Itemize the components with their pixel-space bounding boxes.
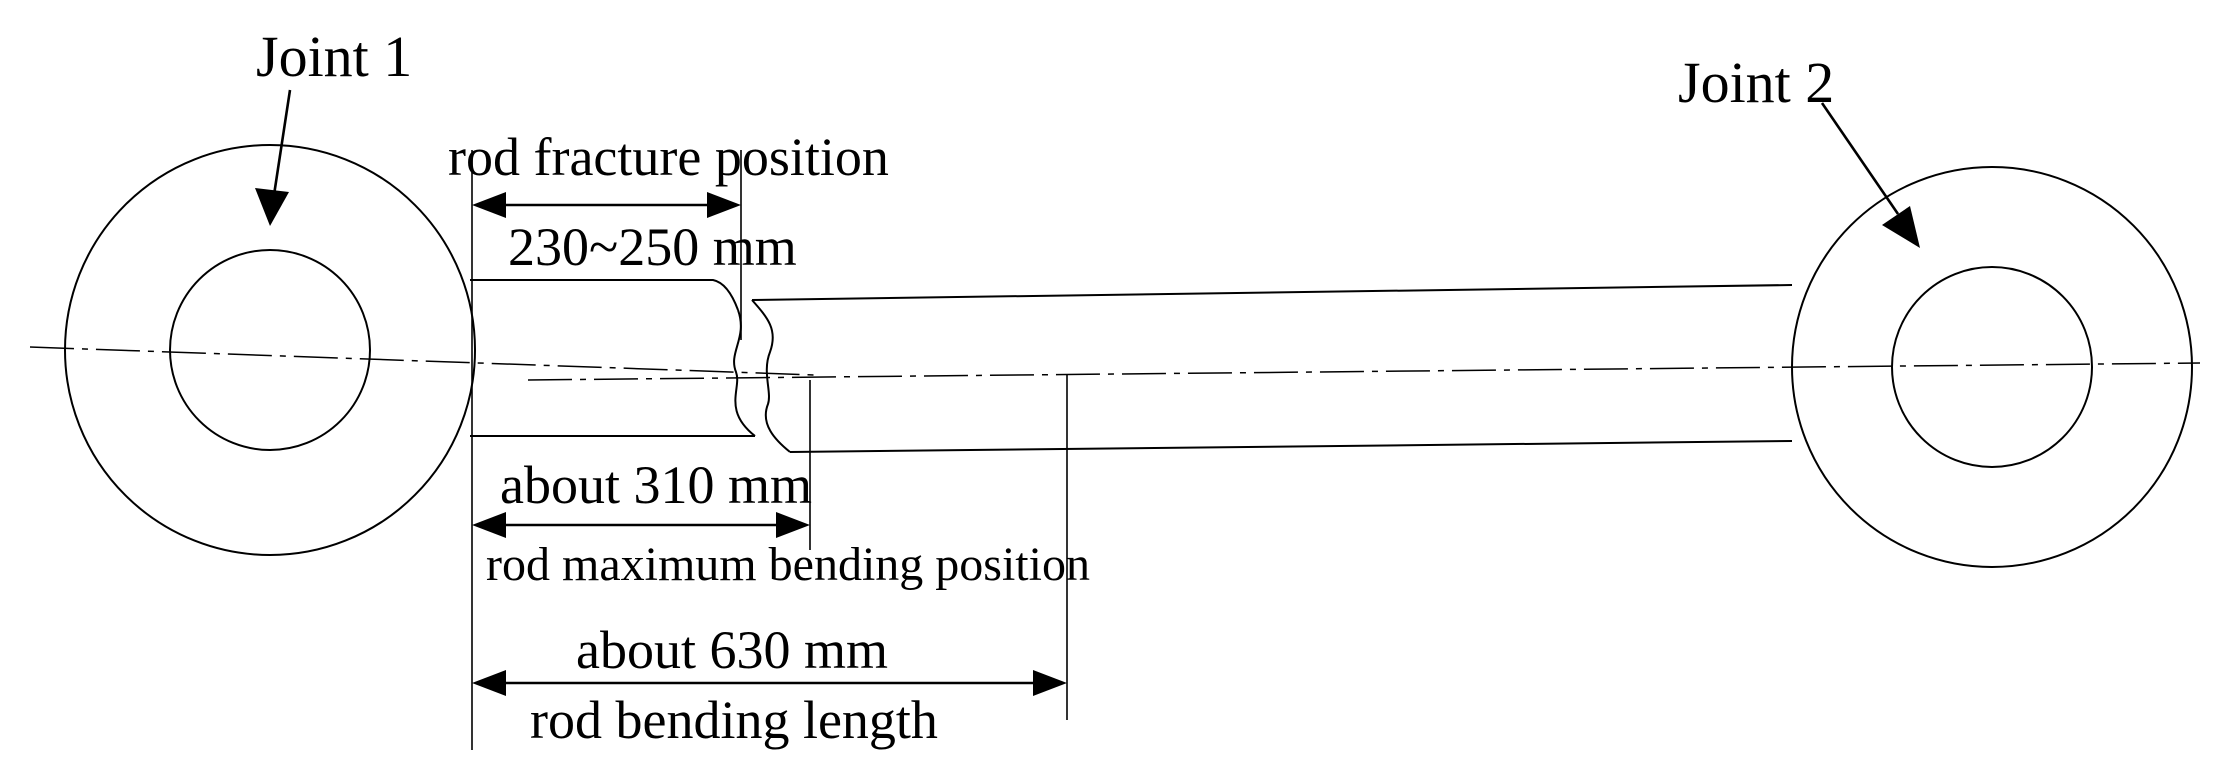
fracture-range-arrow-left [472, 192, 506, 218]
fracture-edge-right [751, 299, 791, 453]
joint-2-pointer [1820, 102, 1920, 248]
bending-length-arrow-right [1033, 670, 1067, 696]
fracture-range-dimension [472, 192, 741, 218]
max-bending-distance-label: about 310 mm [500, 455, 812, 515]
centerline-rod [527, 362, 2201, 381]
bending-length-label: rod bending length [530, 690, 938, 750]
joint-1-inner-circle [169, 249, 371, 451]
joint-1-label: Joint 1 [256, 24, 412, 89]
joint-1-pointer-arrowhead [255, 188, 289, 226]
rod-left-segment [470, 279, 756, 437]
joint-2-label: Joint 2 [1678, 50, 1834, 115]
joint-2-pointer-line [1820, 102, 1900, 215]
max-bending-arrow-left [472, 512, 506, 538]
centerline-joint-1 [29, 346, 816, 376]
joint-1 [64, 144, 476, 556]
rod-right-segment [751, 284, 1793, 453]
rod-right-top-edge [751, 284, 1793, 301]
joint-1-pointer-line [272, 89, 292, 196]
bending-length-arrow-left [472, 670, 506, 696]
joint-1-outer-circle [64, 144, 476, 556]
fracture-position-label: rod fracture position [448, 127, 889, 187]
bending-length-dimension [472, 670, 1067, 696]
fracture-range-label: 230~250 mm [508, 217, 797, 277]
joint-1-pointer [255, 89, 292, 226]
fracture-range-arrow-right [707, 192, 741, 218]
bending-length-value-label: about 630 mm [576, 620, 888, 680]
rod-left-top-edge [470, 279, 739, 311]
joint-2-inner-circle [1891, 266, 2093, 468]
max-bending-position-label: rod maximum bending position [486, 538, 1090, 591]
rod-right-bottom-edge [789, 440, 1793, 453]
max-bending-arrow-right [776, 512, 810, 538]
max-bending-dimension [472, 512, 810, 538]
joint-2-pointer-arrowhead [1882, 206, 1920, 248]
